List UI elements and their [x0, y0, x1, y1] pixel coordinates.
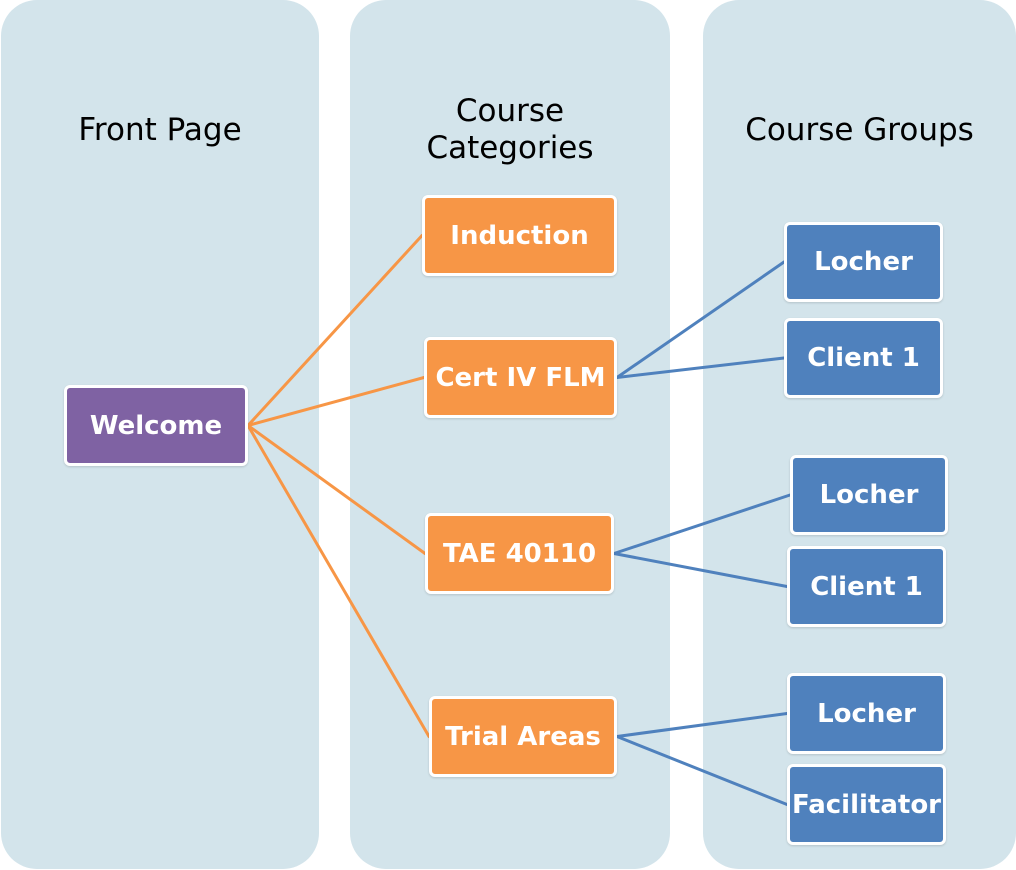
trial-facilitator-node: Facilitator — [787, 764, 946, 845]
connector-cert_iv_flm-to-cert_client — [615, 356, 786, 379]
welcome-node: Welcome — [64, 385, 248, 466]
induction-node: Induction — [422, 195, 617, 276]
connector-cert_iv_flm-to-cert_locher — [615, 260, 786, 379]
connector-tae_40110-to-tae_client — [612, 552, 789, 588]
connector-root-to-tae_40110 — [246, 424, 427, 555]
tae-locher-node: Locher — [790, 455, 948, 535]
course-categories-title: Course Categories — [426, 93, 594, 166]
cert-iv-flm-node: Cert IV FLM — [424, 337, 617, 418]
tae-client-1-node: Client 1 — [787, 546, 946, 627]
course-groups-title: Course Groups — [745, 112, 974, 148]
cert-locher-node: Locher — [784, 222, 943, 302]
connector-trial_areas-to-trial_facilitator — [615, 735, 789, 806]
front-page-title: Front Page — [78, 112, 242, 148]
connector-trial_areas-to-trial_locher — [615, 712, 789, 738]
connector-root-to-trial_areas — [246, 424, 431, 738]
trial-areas-node: Trial Areas — [429, 696, 617, 777]
cert-client-1-node: Client 1 — [784, 318, 943, 398]
connector-root-to-cert_iv_flm — [246, 376, 426, 427]
connector-tae_40110-to-tae_locher — [612, 493, 792, 555]
connector-root-to-induction — [246, 234, 424, 427]
trial-locher-node: Locher — [787, 673, 946, 754]
tae-40110-node: TAE 40110 — [425, 513, 614, 594]
